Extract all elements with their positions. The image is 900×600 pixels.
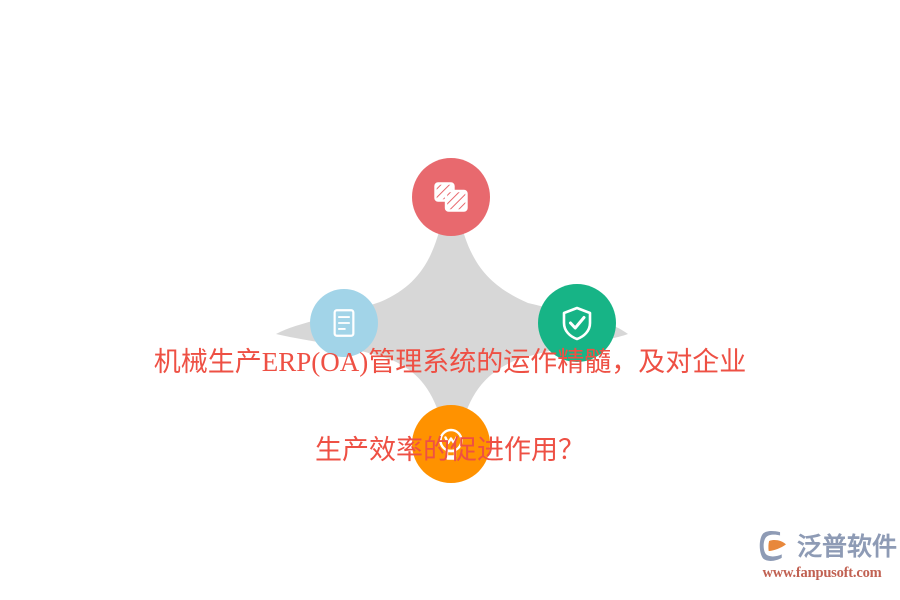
node-top[interactable] (412, 158, 490, 236)
watermark-brand-row: 泛普软件 (752, 526, 897, 566)
lightbulb-icon (439, 428, 463, 460)
node-left[interactable] (310, 289, 378, 357)
node-right[interactable] (538, 284, 616, 362)
node-bottom[interactable] (412, 405, 490, 483)
check-shield-icon (562, 306, 592, 341)
document-icon (333, 309, 355, 337)
layers-copy-icon (434, 182, 468, 212)
watermark: 泛普软件 www.fanpusoft.com (752, 526, 897, 592)
watermark-url: www.fanpusoft.com (762, 565, 882, 581)
headline-line-1: 机械生产ERP(OA)管理系统的运作精髓，及对企业 (153, 347, 747, 377)
fanpu-logo-icon (759, 530, 786, 561)
watermark-brand: 泛普软件 (797, 531, 898, 561)
